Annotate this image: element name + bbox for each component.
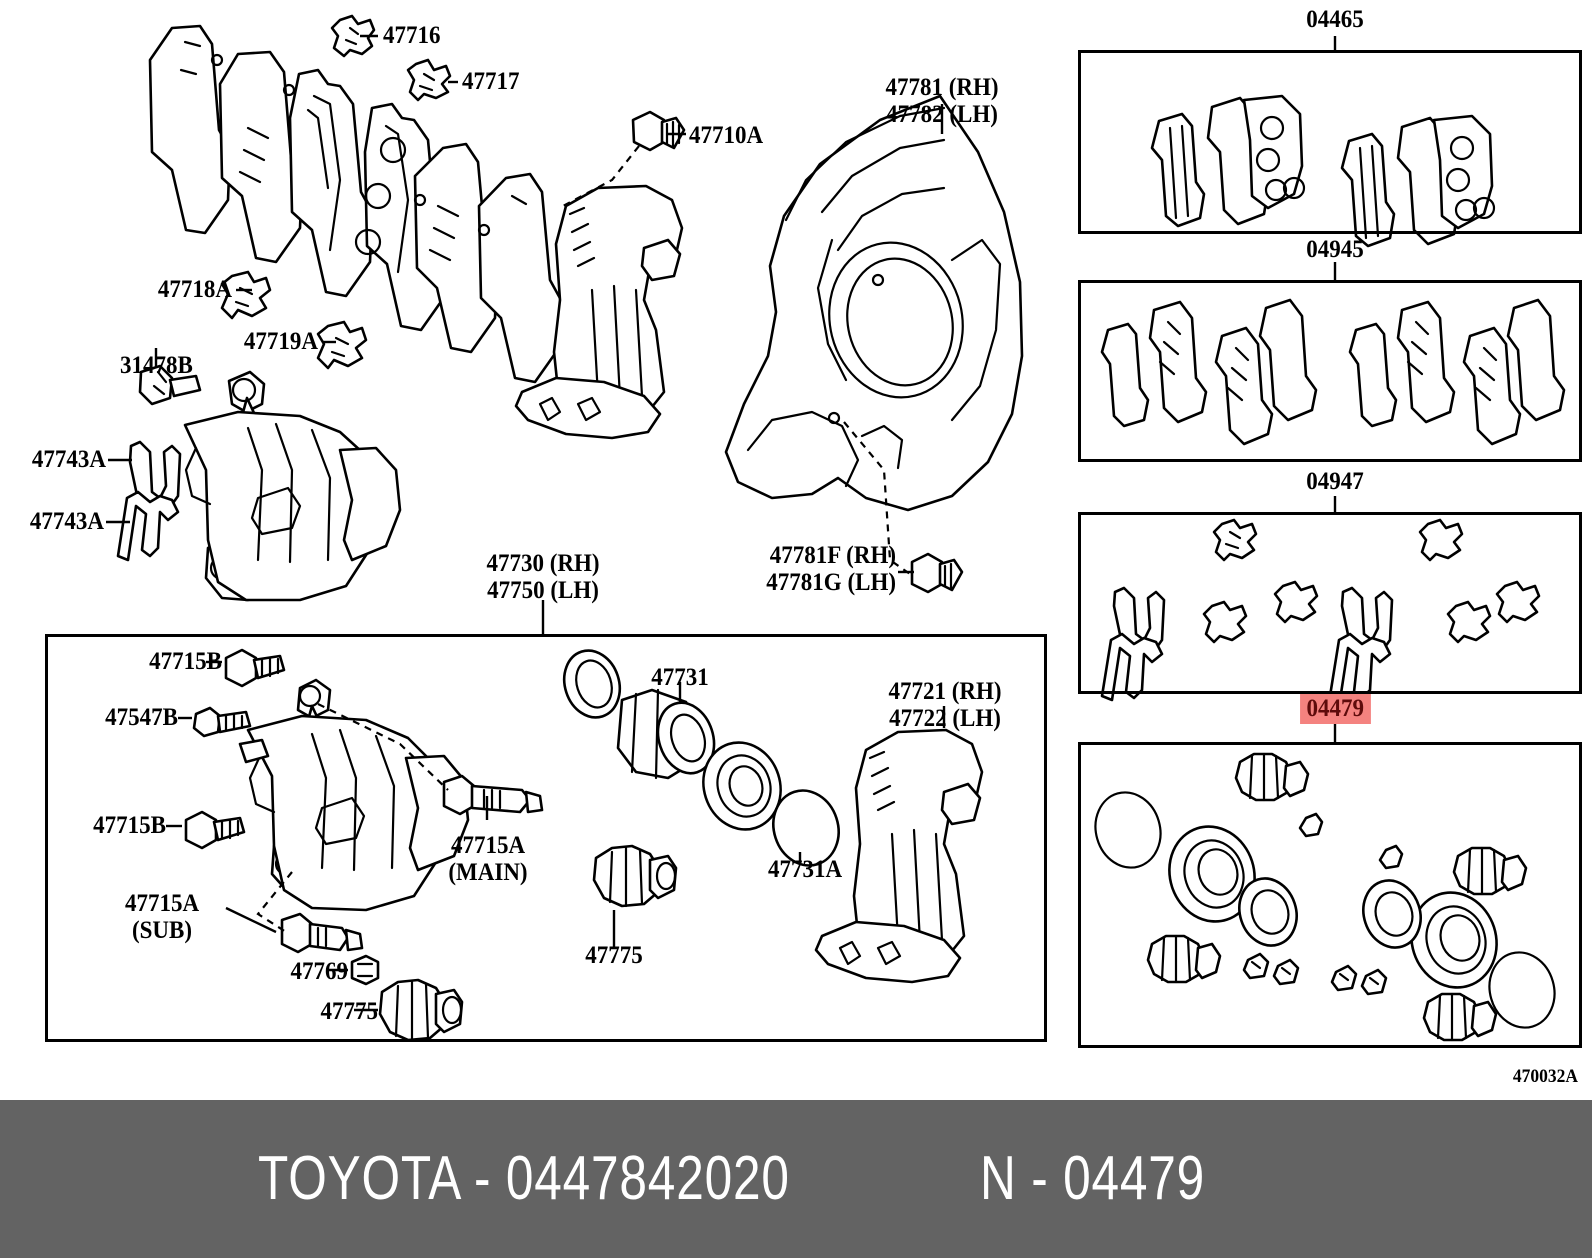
- diagram-id: 470032A: [1512, 1066, 1578, 1087]
- caliper-detail-box: [45, 634, 1047, 1042]
- clip-47717: [406, 58, 452, 102]
- callout-47716: 47716: [383, 22, 441, 49]
- callout-47730-47750: 47730 (RH) 47750 (LH): [486, 550, 600, 604]
- callout-47710A: 47710A: [689, 122, 764, 149]
- footer-brand-part: TOYOTA - 0447842020: [258, 1144, 790, 1213]
- footer-bar: [0, 1100, 1592, 1258]
- spring-clip-47743A-lower: [116, 490, 180, 562]
- kit-label-04945: 04945: [1306, 236, 1364, 263]
- clip-47716: [330, 14, 376, 58]
- callout-47715B-upper: 47715B: [149, 648, 222, 675]
- callout-47743A-upper: 47743A: [31, 446, 107, 473]
- clip-47719A: [316, 320, 368, 370]
- callout-47715B-lower: 47715B: [93, 812, 166, 839]
- kit-panel-04945-box: [1078, 280, 1582, 462]
- kit-panel-04947-box: [1078, 512, 1582, 694]
- footer-code: N - 04479: [980, 1144, 1206, 1213]
- callout-47781-47782: 47781 (RH) 47782 (LH): [885, 74, 999, 128]
- callout-47718A: 47718A: [157, 276, 232, 303]
- callout-47743A-lower: 47743A: [29, 508, 104, 535]
- callout-47781F-47781G: 47781F (RH) 47781G (LH): [766, 542, 896, 596]
- callout-47769: 47769: [290, 958, 349, 985]
- kit-label-04479-wrapper: 04479: [1235, 694, 1435, 724]
- kit-label-04479: 04479: [1299, 694, 1371, 724]
- spring-clip-47743A-upper: [128, 440, 182, 514]
- callout-47721-47722: 47721 (RH) 47722 (LH): [888, 678, 1002, 732]
- callout-47775-mid: 47775: [585, 942, 643, 969]
- callout-47717: 47717: [462, 68, 520, 95]
- bolt-47710A: [631, 110, 686, 152]
- callout-47715A-sub: 47715A (SUB): [124, 890, 200, 944]
- caliper-mount-bracket-top: [514, 184, 684, 440]
- kit-label-04465: 04465: [1306, 6, 1364, 33]
- callout-47719A: 47719A: [243, 328, 318, 355]
- callout-47775-left: 47775: [320, 998, 379, 1025]
- dust-shield-47781: [724, 94, 1024, 512]
- leader-dash-47710A: [562, 145, 640, 207]
- callout-31478B: 31478B: [120, 352, 193, 379]
- kit-panel-04479-box: [1078, 742, 1582, 1048]
- callout-47715A-main: 47715A (MAIN): [448, 832, 528, 886]
- kit-panel-04465-box: [1078, 50, 1582, 234]
- callout-47731A: 47731A: [767, 856, 843, 883]
- kit-label-04947: 04947: [1306, 468, 1364, 495]
- bolt-47781F: [910, 552, 964, 594]
- caliper-body-main: [183, 370, 402, 602]
- callout-47731: 47731: [651, 664, 709, 691]
- callout-47547B: 47547B: [105, 704, 178, 731]
